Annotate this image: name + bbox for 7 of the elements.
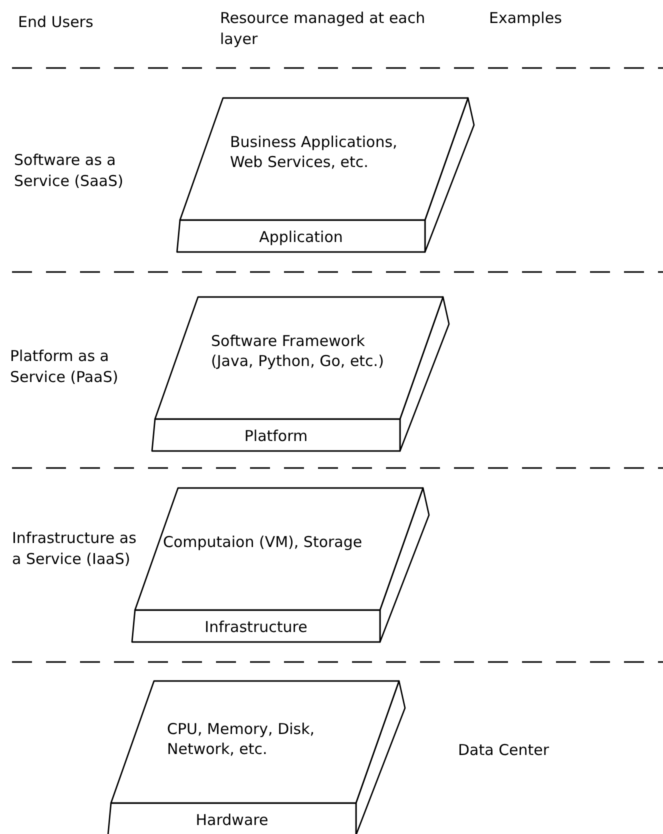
column-header: Examples xyxy=(489,8,563,29)
service-model-label: Software as a Service (SaaS) xyxy=(14,150,124,192)
column-header: End Users xyxy=(18,12,94,33)
column-header: Resource managed at each layer xyxy=(220,8,426,50)
service-model-label: Platform as a Service (PaaS) xyxy=(10,346,120,388)
example-text: Data Center xyxy=(458,740,550,761)
service-model-label: Infrastructure as a Service (IaaS) xyxy=(12,528,137,570)
